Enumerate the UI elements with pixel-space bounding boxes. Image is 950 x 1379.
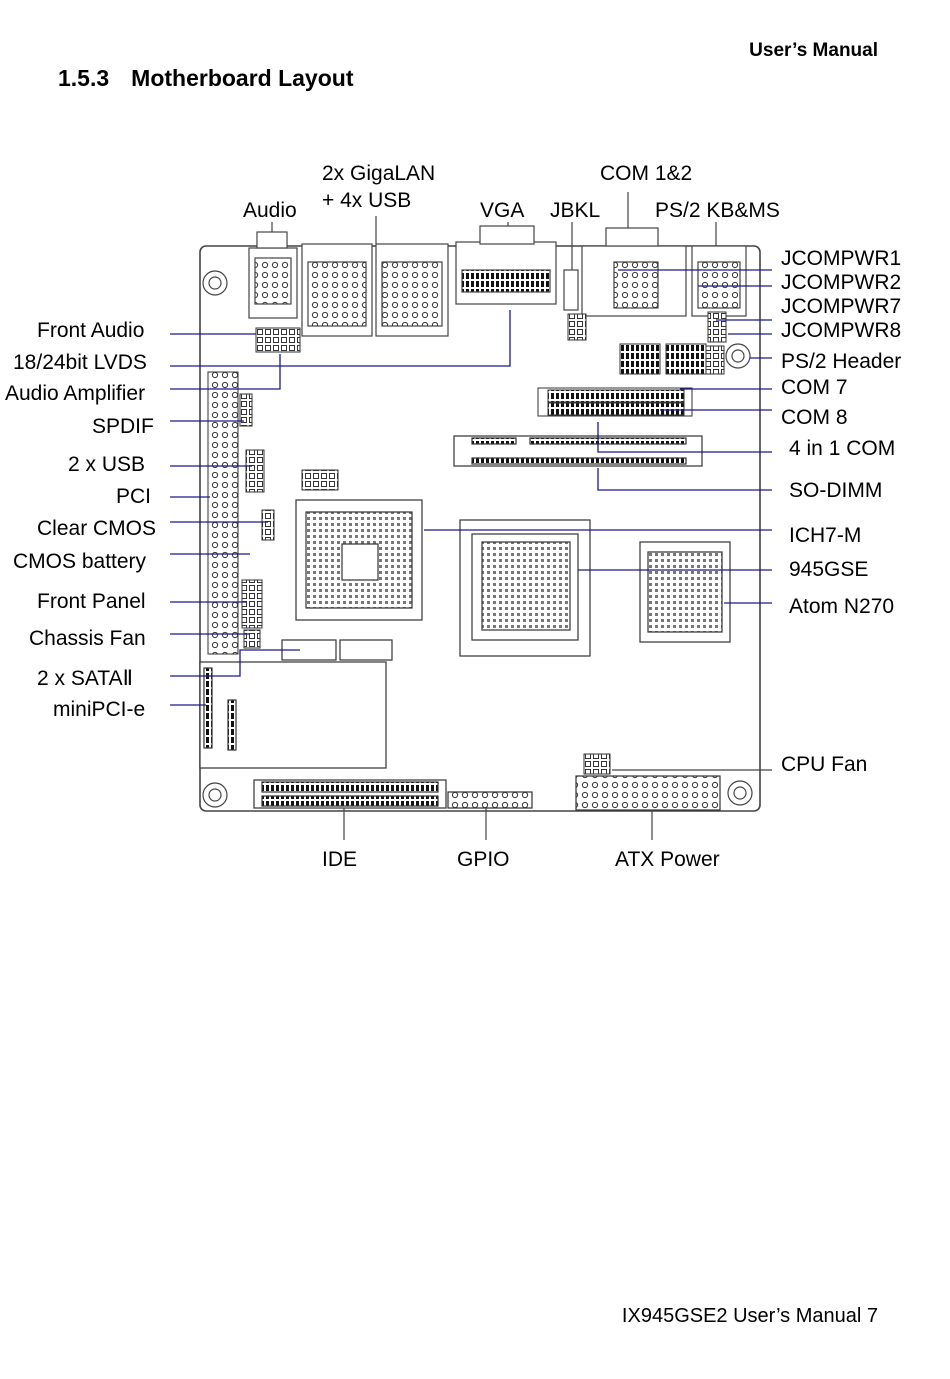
label-com8: COM 8 bbox=[781, 406, 848, 429]
page-footer: IX945GSE2 User’s Manual 7 bbox=[621, 1305, 878, 1327]
label-cmos-battery: CMOS battery bbox=[13, 550, 147, 573]
running-header: User’s Manual bbox=[749, 40, 878, 61]
label-jcompwr2: JCOMPWR2 bbox=[781, 271, 902, 294]
headers bbox=[239, 311, 727, 775]
label-gigalan-line2: + 4x USB bbox=[322, 189, 412, 212]
mounting-holes bbox=[202, 270, 753, 808]
label-spdif: SPDIF bbox=[92, 415, 154, 438]
label-sata: 2 x SATAⅡ bbox=[37, 667, 133, 690]
label-audio-amplifier: Audio Amplifier bbox=[5, 382, 146, 405]
label-front-audio: Front Audio bbox=[37, 319, 145, 342]
label-945gse: 945GSE bbox=[789, 558, 869, 581]
leader-lines bbox=[170, 269, 772, 706]
sodimm-slot bbox=[453, 435, 703, 467]
label-gpio: GPIO bbox=[457, 848, 510, 871]
callout-ticks bbox=[271, 192, 772, 840]
sata-and-minipci bbox=[199, 639, 393, 769]
label-jcompwr8: JCOMPWR8 bbox=[781, 319, 902, 342]
com-headers bbox=[537, 387, 693, 417]
label-front-panel: Front Panel bbox=[37, 590, 146, 613]
rear-io-connectors bbox=[248, 225, 747, 337]
label-chassis-fan: Chassis Fan bbox=[29, 627, 146, 650]
label-lvds: 18/24bit LVDS bbox=[13, 351, 147, 374]
label-ps2-header: PS/2 Header bbox=[781, 350, 902, 373]
label-sodimm: SO-DIMM bbox=[789, 479, 883, 502]
label-audio: Audio bbox=[243, 199, 297, 222]
label-com12: COM 1&2 bbox=[600, 162, 693, 185]
label-ps2-kbms: PS/2 KB&MS bbox=[655, 199, 780, 222]
label-ich7m: ICH7-M bbox=[789, 524, 862, 547]
label-pci: PCI bbox=[116, 485, 152, 508]
label-vga: VGA bbox=[480, 199, 525, 222]
label-com7: COM 7 bbox=[781, 376, 848, 399]
section-heading: 1.5.3 Motherboard Layout bbox=[58, 65, 354, 92]
section-number: 1.5.3 bbox=[58, 65, 110, 91]
label-usb: 2 x USB bbox=[68, 453, 146, 476]
label-minipci: miniPCI-e bbox=[53, 698, 146, 721]
label-atom-n270: Atom N270 bbox=[789, 595, 895, 618]
label-cpu-fan: CPU Fan bbox=[781, 753, 868, 776]
label-gigalan-line1: 2x GigaLAN bbox=[322, 162, 436, 185]
label-jbkl: JBKL bbox=[550, 199, 601, 222]
label-4in1-com: 4 in 1 COM bbox=[789, 437, 896, 460]
label-atx-power: ATX Power bbox=[615, 848, 720, 871]
label-ide: IDE bbox=[322, 848, 358, 871]
chips bbox=[295, 499, 731, 657]
bottom-connectors bbox=[253, 775, 721, 811]
section-title: Motherboard Layout bbox=[131, 65, 354, 91]
pci-slot bbox=[207, 371, 239, 655]
label-jcompwr7: JCOMPWR7 bbox=[781, 295, 902, 318]
label-clear-cmos: Clear CMOS bbox=[37, 517, 157, 540]
label-jcompwr1: JCOMPWR1 bbox=[781, 247, 902, 270]
